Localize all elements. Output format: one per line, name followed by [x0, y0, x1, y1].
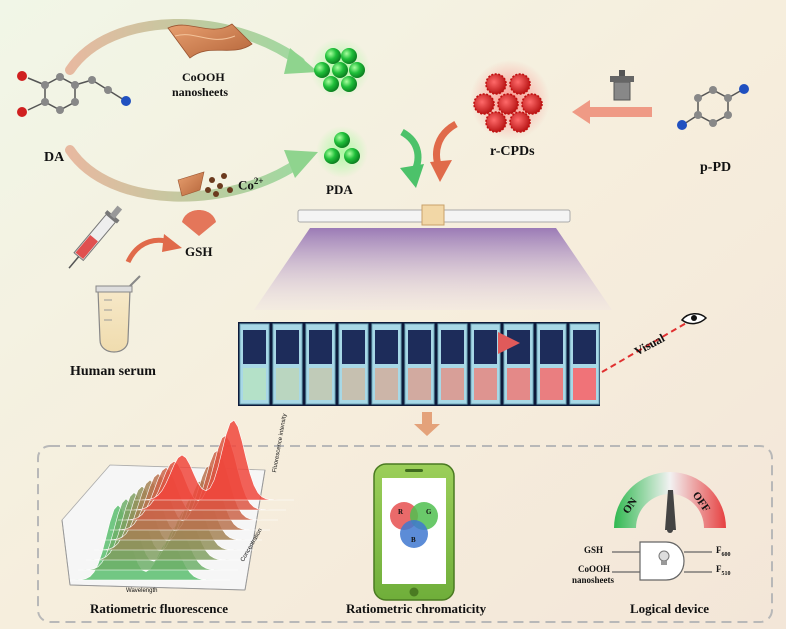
- logic-output-f600: F600: [716, 545, 731, 558]
- cuvette-liquid: [276, 368, 299, 400]
- cuvette-liquid: [540, 368, 563, 400]
- cuvette-top: [573, 330, 596, 364]
- cuvette-top: [243, 330, 266, 364]
- ppd-atoms: [677, 84, 749, 130]
- smartphone: [373, 463, 455, 601]
- upper-arc-head: [284, 48, 318, 74]
- label-co-ion: Co2+: [238, 176, 264, 193]
- cuvette-liquid: [474, 368, 497, 400]
- label-pda: PDA: [326, 182, 353, 197]
- on-off-gauge: [614, 472, 726, 533]
- cuvette-liquid: [573, 368, 596, 400]
- label-nanosheets: nanosheets: [172, 85, 229, 99]
- lower-arc-head: [284, 150, 318, 178]
- syringe-arrow-head: [162, 234, 182, 252]
- label-co-charge: 2+: [253, 176, 264, 186]
- label-ppd: p-PD: [700, 160, 732, 175]
- cuvette-liquid: [342, 368, 365, 400]
- phone-label-r: R: [398, 508, 404, 516]
- red-curved-head: [430, 160, 452, 182]
- logic-input-gsh: GSH: [584, 545, 604, 555]
- cooh-fragment-bottom: [177, 171, 205, 197]
- panel-title-fluorescence: Ratiometric fluorescence: [90, 601, 229, 616]
- test-strip: [297, 204, 571, 226]
- label-da: DA: [44, 150, 65, 165]
- logic-input-cooh: CoOOH: [578, 564, 611, 574]
- logic-output-f510: F510: [716, 564, 731, 577]
- label-human-serum: Human serum: [70, 364, 156, 379]
- spectrum-curve: [134, 419, 294, 501]
- eye-icon: [680, 313, 708, 325]
- co-ion-dots: [205, 173, 233, 197]
- logic-output-f510-sub: 510: [721, 570, 731, 577]
- cooh-nanosheet-top: [167, 23, 253, 59]
- visual-sightline: [601, 321, 689, 373]
- cuvette-liquid: [309, 368, 332, 400]
- label-cooh: CoOOH: [182, 70, 225, 84]
- cuvette-liquid: [243, 368, 266, 400]
- gate-bulb-icon: [658, 550, 670, 565]
- phone-label-b: B: [411, 536, 416, 544]
- cuvette-arrow-head: [498, 332, 520, 354]
- serum-tube: [95, 275, 141, 353]
- down-arrow: [414, 412, 440, 436]
- green-dots-pda: [316, 126, 368, 178]
- gsh-shape: [182, 210, 216, 236]
- spectra-curves: [70, 419, 294, 581]
- da-atoms: [17, 71, 131, 117]
- uv-light-beam: [254, 228, 612, 310]
- panel-title-chromaticity: Ratiometric chromaticity: [346, 601, 487, 616]
- cuvette-liquid: [507, 368, 530, 400]
- logic-input-nanosheets: nanosheets: [572, 575, 615, 585]
- logic-output-f600-sub: 600: [721, 551, 731, 558]
- lower-arc-arrow: [65, 145, 305, 202]
- plot-x-axis-label: Wavelength: [126, 588, 158, 594]
- upper-arc-arrow: [65, 18, 305, 75]
- syringe-icon: [68, 205, 123, 269]
- green-dots-top: [310, 38, 370, 98]
- cuvette-liquid: [408, 368, 431, 400]
- cuvette-liquid: [441, 368, 464, 400]
- results-frame: [37, 445, 773, 623]
- cuvette-liquid: [375, 368, 398, 400]
- cuvettes-group: [239, 323, 600, 405]
- label-rcpds: r-CPDs: [490, 144, 535, 159]
- label-gsh: GSH: [185, 244, 213, 259]
- autoclave-icon: [610, 70, 634, 101]
- ppd-arrow-head: [572, 100, 590, 124]
- panel-title-logical-device: Logical device: [630, 601, 710, 616]
- cuvette-top: [507, 330, 530, 364]
- cuvette-top: [276, 330, 299, 364]
- green-curved-head: [400, 164, 424, 188]
- red-cpds-cluster: [470, 60, 550, 140]
- phone-label-g: G: [426, 508, 432, 516]
- cuvette-top: [540, 330, 563, 364]
